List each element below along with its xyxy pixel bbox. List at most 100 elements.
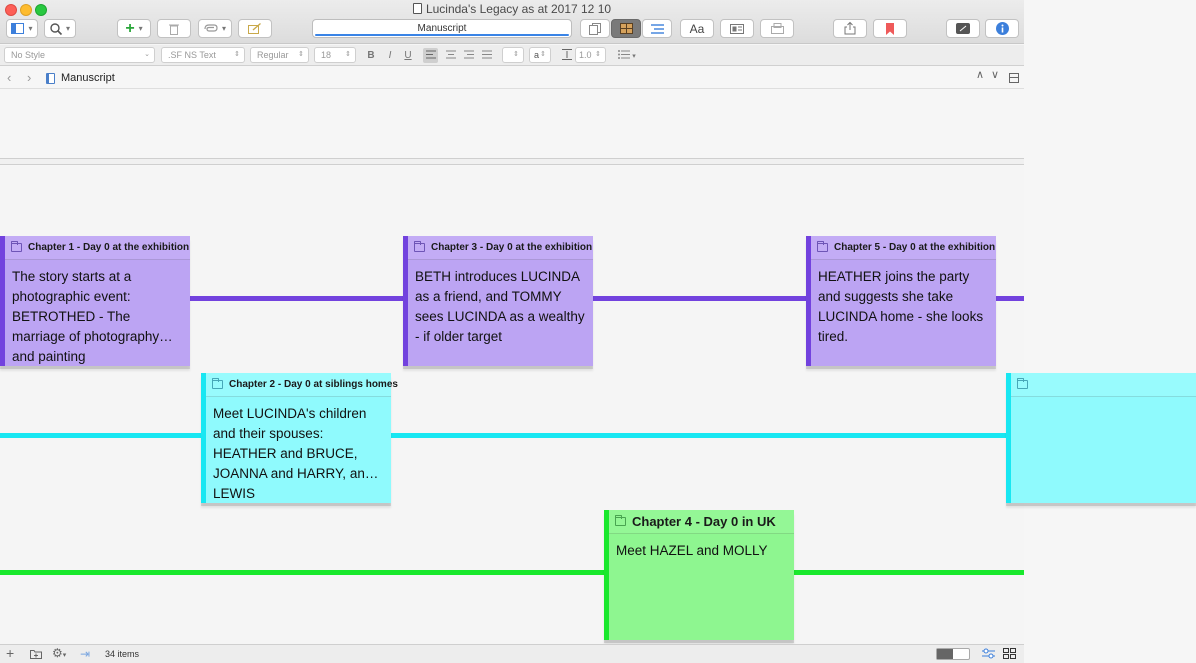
close-window-button[interactable] xyxy=(5,4,17,16)
share-icon xyxy=(844,21,856,35)
chevron-down-icon: ▾ xyxy=(138,24,143,33)
split-editor-icon[interactable] xyxy=(1009,73,1019,83)
font-icon: Aa xyxy=(689,21,705,36)
align-center-icon xyxy=(445,50,456,59)
chevron-down-icon: ▾ xyxy=(221,24,226,33)
quickref-button[interactable] xyxy=(720,19,754,38)
italic-button[interactable]: I xyxy=(388,50,392,61)
chapter-card-partial[interactable] xyxy=(1006,373,1196,503)
forward-arrow-icon[interactable]: › xyxy=(27,70,32,85)
next-document-icon[interactable]: ∨ xyxy=(991,69,1000,81)
text-color-select[interactable]: a⇕ xyxy=(529,47,551,63)
search-button[interactable]: ▾ xyxy=(44,19,76,38)
bold-button[interactable]: B xyxy=(367,50,375,61)
align-center-button[interactable] xyxy=(443,48,458,63)
move-to-icon[interactable]: ⇥ xyxy=(80,647,91,661)
align-right-icon xyxy=(463,50,474,59)
line-spacing-select[interactable]: 1.0⇕ xyxy=(575,47,606,63)
chapter-card[interactable]: Chapter 4 - Day 0 in UK Meet HAZEL and M… xyxy=(604,510,794,640)
format-fonts-button[interactable]: Aa xyxy=(680,19,714,38)
card-title: Chapter 5 - Day 0 at the exhibition xyxy=(834,242,996,253)
previous-document-icon[interactable]: ∧ xyxy=(976,69,985,81)
view-toggle-button[interactable] xyxy=(936,648,970,660)
line-spacing-value: 1.0 xyxy=(579,50,592,60)
folder-icon xyxy=(414,241,425,252)
card-title: Chapter 1 - Day 0 at the exhibition xyxy=(28,242,190,253)
add-folder-icon[interactable] xyxy=(30,648,42,662)
font-weight-select[interactable]: Regular⇕ xyxy=(250,47,309,63)
card-header: Chapter 1 - Day 0 at the exhibition xyxy=(5,236,190,260)
attachment-button[interactable]: ▾ xyxy=(198,19,232,38)
chevron-down-icon: ▾ xyxy=(28,24,33,33)
compile-button[interactable] xyxy=(760,19,794,38)
card-synopsis: Meet LUCINDA's children and their spouse… xyxy=(213,406,373,501)
settings-sliders-icon[interactable] xyxy=(982,648,995,662)
card-title: Chapter 2 - Day 0 at siblings homes xyxy=(229,379,398,390)
breadcrumb[interactable]: Manuscript xyxy=(61,72,115,84)
highlight-color-select[interactable]: ⇕ xyxy=(502,47,524,63)
card-synopsis: BETH introduces LUCINDA as a friend, and… xyxy=(415,269,585,344)
pane-splitter[interactable] xyxy=(0,158,1024,165)
bookmark-button[interactable] xyxy=(873,19,907,38)
corkboard-icon xyxy=(619,23,633,34)
compile-icon xyxy=(770,23,784,34)
chapter-card[interactable]: Chapter 1 - Day 0 at the exhibition The … xyxy=(0,236,190,366)
bookmark-icon xyxy=(886,22,894,35)
card-header: Chapter 3 - Day 0 at the exhibition xyxy=(408,236,593,260)
status-bar: + ⚙▾ ⇥ 34 items xyxy=(0,644,1024,663)
font-size-select[interactable]: 18⇕ xyxy=(314,47,356,63)
chevron-updown-icon: ⇕ xyxy=(298,51,304,58)
grid-icon[interactable] xyxy=(1003,648,1016,662)
card-synopsis: HEATHER joins the party and suggests she… xyxy=(818,269,984,344)
underline-button[interactable]: U xyxy=(404,50,412,61)
quickref-icon xyxy=(730,23,744,34)
list-style-button[interactable]: ▾ xyxy=(615,48,639,63)
timeline-lane-cyan xyxy=(0,433,1024,438)
add-button[interactable]: +▾ xyxy=(117,19,151,38)
chapter-card[interactable]: Chapter 2 - Day 0 at siblings homes Meet… xyxy=(201,373,398,503)
chapter-card[interactable]: Chapter 3 - Day 0 at the exhibition BETH… xyxy=(403,236,593,366)
trash-icon xyxy=(169,24,179,35)
manuscript-icon xyxy=(46,73,55,84)
chapter-card[interactable]: Chapter 5 - Day 0 at the exhibition HEAT… xyxy=(806,236,996,366)
share-button[interactable] xyxy=(833,19,867,38)
paragraph-style-value: No Style xyxy=(11,50,46,60)
justify-button[interactable] xyxy=(479,48,494,63)
timeline-lane-green xyxy=(0,570,1024,575)
timeline-view[interactable]: Chapter 1 - Day 0 at the exhibition The … xyxy=(0,166,1196,644)
document-view-button[interactable] xyxy=(580,19,610,38)
line-spacing-icon xyxy=(561,48,573,63)
folder-icon xyxy=(817,241,828,252)
font-family-select[interactable]: .SF NS Text ⇕ xyxy=(161,47,245,63)
paragraph-style-select[interactable]: No Style⌄ xyxy=(4,47,155,63)
align-right-button[interactable] xyxy=(461,48,476,63)
gear-icon[interactable]: ⚙▾ xyxy=(52,646,67,660)
outline-icon xyxy=(650,23,664,34)
align-left-button[interactable] xyxy=(423,48,438,63)
compose-button[interactable] xyxy=(238,19,272,38)
zoom-window-button[interactable] xyxy=(35,4,47,16)
add-icon[interactable]: + xyxy=(6,645,15,661)
card-header: Chapter 2 - Day 0 at siblings homes xyxy=(206,373,398,397)
editor-pane[interactable] xyxy=(0,90,1024,158)
corkboard-view-button[interactable] xyxy=(611,19,641,38)
chevron-updown-icon: ⇕ xyxy=(234,51,240,58)
outline-view-button[interactable] xyxy=(642,19,672,38)
list-icon xyxy=(618,50,631,59)
justify-icon xyxy=(481,50,492,59)
minimize-window-button[interactable] xyxy=(20,4,32,16)
back-arrow-icon[interactable]: ‹ xyxy=(7,70,12,85)
sidebar-icon xyxy=(11,23,25,34)
view-mode-button[interactable]: ▾ xyxy=(6,19,38,38)
card-header: Chapter 4 - Day 0 in UK xyxy=(609,510,794,534)
trash-button[interactable] xyxy=(157,19,191,38)
binder-selection-field[interactable]: Manuscript xyxy=(312,19,572,38)
card-title: Chapter 3 - Day 0 at the exhibition xyxy=(431,242,593,253)
text-color-glyph: a xyxy=(534,50,540,60)
font-family-value: .SF NS Text xyxy=(168,50,216,60)
inspector-button[interactable] xyxy=(985,19,1019,38)
composition-mode-button[interactable] xyxy=(946,19,980,38)
item-count: 34 items xyxy=(105,649,140,659)
format-bar: No Style⌄ .SF NS Text⇕ Regular⇕ 18⇕ B I … xyxy=(0,45,1024,66)
title-bar: Lucinda's Legacy as at 2017 12 10 ▾ ▾ +▾… xyxy=(0,0,1024,44)
